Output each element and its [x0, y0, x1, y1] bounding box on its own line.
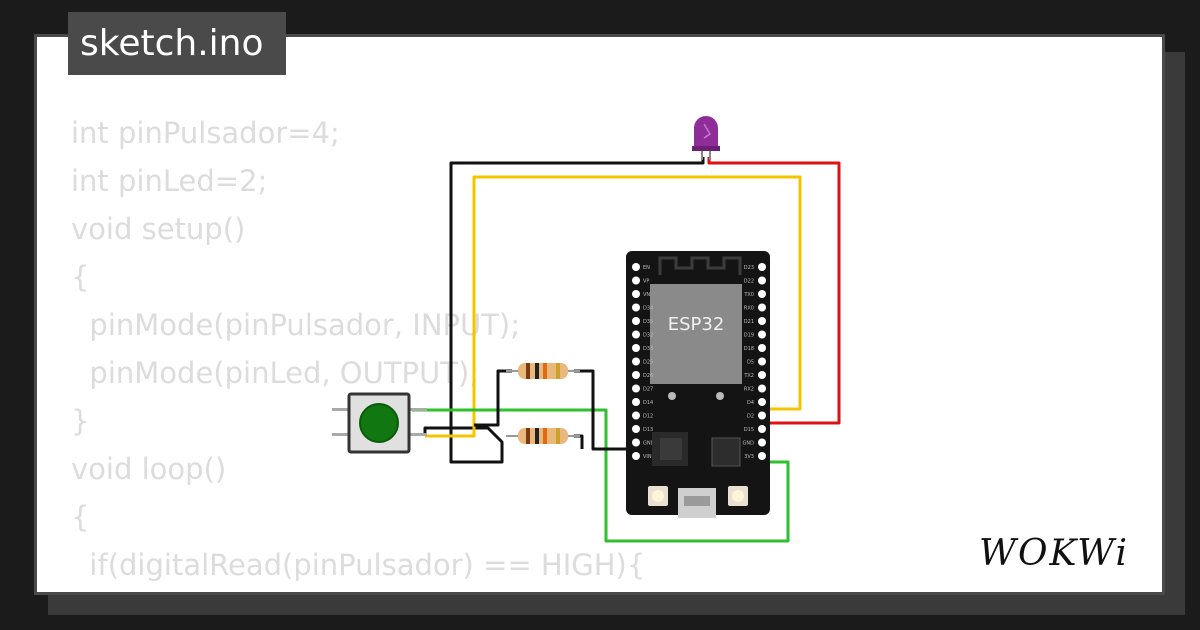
board-pin[interactable] [632, 411, 640, 420]
sketch-filename-tab[interactable]: sketch.ino [68, 12, 286, 75]
board-pin-label: RX2 [744, 387, 754, 393]
code-line: } [71, 404, 90, 438]
sketch-filename: sketch.ino [80, 23, 264, 64]
board-pin[interactable] [632, 344, 640, 352]
wire-resistor1-board [574, 369, 634, 451]
esp32-board[interactable]: ESP32 ENVPVND34D35D32D33D25D26D27D14D12D… [626, 251, 770, 518]
board-pin-label: D13 [643, 427, 653, 433]
board-pin-label: D14 [643, 400, 653, 406]
pushbutton-icon[interactable] [332, 392, 427, 454]
board-pin-label: TX2 [743, 373, 754, 379]
code-line: pinMode(pinLed, OUTPUT); [71, 356, 480, 390]
board-pin-label: VIN [643, 454, 652, 460]
board-pin[interactable] [632, 303, 640, 312]
board-pin[interactable] [758, 317, 766, 325]
board-pin[interactable] [758, 290, 766, 298]
logo-text: WOKWi [979, 533, 1129, 574]
code-line: if(digitalRead(pinPulsador) == HIGH){ [71, 548, 646, 582]
board-pin-label: D18 [744, 346, 754, 352]
board-pin-label: D23 [744, 265, 754, 271]
board-pin[interactable] [758, 452, 766, 460]
board-pin[interactable] [632, 263, 640, 271]
board-pin[interactable] [632, 452, 640, 460]
board-pin-label: 3V3 [744, 454, 754, 460]
board-pin-label: VN [643, 292, 650, 298]
board-pin[interactable] [632, 330, 640, 339]
wire-green [412, 408, 790, 543]
board-pin[interactable] [758, 330, 766, 339]
board-pin[interactable] [758, 438, 766, 447]
board-pin-label: D15 [744, 427, 754, 433]
code-line: int pinLed=2; [71, 164, 268, 198]
board-pin-label: D33 [643, 346, 653, 352]
board-pin-label: D4 [747, 400, 754, 406]
board-pin-label: TX0 [743, 292, 754, 298]
board-pin[interactable] [758, 263, 766, 271]
board-pin[interactable] [632, 425, 640, 433]
board-pin-label: RX0 [744, 306, 754, 312]
board-pin[interactable] [632, 317, 640, 325]
code-line: void setup() [71, 212, 246, 246]
wokwi-logo: WOKWi [979, 533, 1129, 574]
wire-black [423, 157, 705, 464]
code-line: pinMode(pinPulsador, INPUT); [71, 308, 521, 342]
board-pin-label: D32 [643, 333, 653, 339]
board-pin[interactable] [632, 371, 640, 379]
board-pin-label: D5 [747, 360, 754, 366]
board-pin-label: D25 [643, 360, 653, 366]
board-pin[interactable] [758, 303, 766, 312]
wire-yellow [425, 175, 802, 438]
board-pin[interactable] [758, 411, 766, 420]
wire-red [707, 157, 841, 425]
board-pin[interactable] [758, 384, 766, 393]
board-pin[interactable] [758, 371, 766, 379]
code-line: { [71, 260, 90, 294]
board-pin[interactable] [632, 384, 640, 393]
led-icon[interactable] [692, 116, 720, 160]
wire-resistor1-lead [474, 369, 512, 427]
board-pin[interactable] [632, 290, 640, 298]
code-line: void loop() [71, 452, 227, 486]
board-pin-label: GND [743, 441, 755, 447]
board-pin-label: D2 [747, 414, 754, 420]
board-pin[interactable] [632, 276, 640, 285]
board-pin[interactable] [758, 357, 766, 366]
board-pin[interactable] [632, 438, 640, 447]
code-line: { [71, 500, 90, 534]
board-pin[interactable] [632, 398, 640, 406]
board-pin-label: D19 [744, 333, 754, 339]
board-label: ESP32 [668, 314, 725, 335]
code-preview: int pinPulsador=4; int pinLed=2; void setu… [71, 109, 646, 592]
resistor-icon[interactable] [506, 363, 580, 379]
board-pin[interactable] [758, 425, 766, 433]
code-line: int pinPulsador=4; [71, 116, 340, 150]
board-pin[interactable] [758, 276, 766, 285]
board-pin-label: D35 [643, 319, 653, 325]
board-pin-label: D26 [643, 373, 653, 379]
board-pin[interactable] [758, 344, 766, 352]
project-preview-card: int pinPulsador=4; int pinLed=2; void setu… [34, 34, 1165, 595]
board-pin-label: VP [643, 279, 649, 285]
board-pin[interactable] [632, 357, 640, 366]
board-pin-label: D12 [643, 414, 653, 420]
board-pin[interactable] [758, 398, 766, 406]
board-pin-label: GND [643, 441, 655, 447]
wire-resistor2-board [574, 434, 584, 449]
board-pin-label: D34 [643, 306, 653, 312]
board-pin-label: D27 [643, 387, 653, 393]
resistor-icon[interactable] [506, 428, 580, 444]
board-pin-label: EN [643, 265, 650, 271]
board-pin-label: D21 [744, 319, 754, 325]
board-pin-label: D22 [744, 279, 754, 285]
